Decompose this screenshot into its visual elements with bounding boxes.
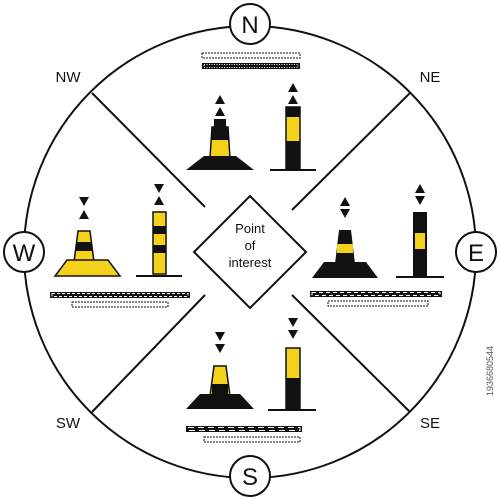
divider-se <box>291 294 411 413</box>
north-flag-strip <box>201 52 301 59</box>
point-of-interest-diamond <box>192 194 308 310</box>
south-cardinal-marks <box>186 318 316 443</box>
stock-id: 1936680544 <box>485 346 495 396</box>
west-topmark-bottom <box>79 210 89 219</box>
divider-sw <box>91 294 206 413</box>
ne-label: NE <box>420 69 441 86</box>
divider-nw <box>91 92 206 208</box>
north-topmark-bottom <box>215 107 225 116</box>
poi-line2: of <box>245 238 256 253</box>
poi-line3: interest <box>229 255 272 270</box>
south-topmark-top <box>215 332 225 341</box>
west-buoy-base <box>53 259 122 277</box>
south-badge <box>229 455 271 497</box>
north-buoy-base <box>186 156 254 170</box>
west-badge <box>3 231 45 273</box>
south-topmark-bottom <box>215 344 225 353</box>
sw-label: SW <box>56 415 81 432</box>
east-buoy-base <box>312 262 378 278</box>
north-flag-strip <box>202 63 300 69</box>
west-topmark-top <box>79 197 89 206</box>
east-flag-strip <box>310 291 442 297</box>
east-cardinal-marks <box>310 184 444 307</box>
south-label: S <box>242 464 258 491</box>
north-badge <box>229 3 271 45</box>
north-pillar-topmark-top <box>288 83 298 92</box>
east-badge <box>455 231 497 273</box>
north-topmark-top <box>215 95 225 104</box>
north-pillar-topmark-bottom <box>288 95 298 104</box>
east-topmark-top <box>340 197 350 206</box>
poi-line1: Point <box>235 221 265 236</box>
se-label: SE <box>420 415 440 432</box>
nw-label: NW <box>56 69 82 86</box>
east-label: E <box>468 240 484 267</box>
west-label: W <box>13 240 36 267</box>
west-cardinal-marks <box>50 184 190 308</box>
south-flag-strip <box>186 426 302 432</box>
east-flag-strip <box>327 300 429 307</box>
west-flag-strip <box>50 292 190 298</box>
south-flag-strip <box>203 436 301 443</box>
east-topmark-bottom <box>340 209 350 218</box>
west-flag-strip <box>71 301 169 308</box>
north-cardinal-marks <box>186 52 316 171</box>
south-buoy-base <box>186 394 254 409</box>
divider-ne <box>291 92 411 211</box>
west-spar <box>152 211 167 275</box>
north-label: N <box>241 12 258 39</box>
